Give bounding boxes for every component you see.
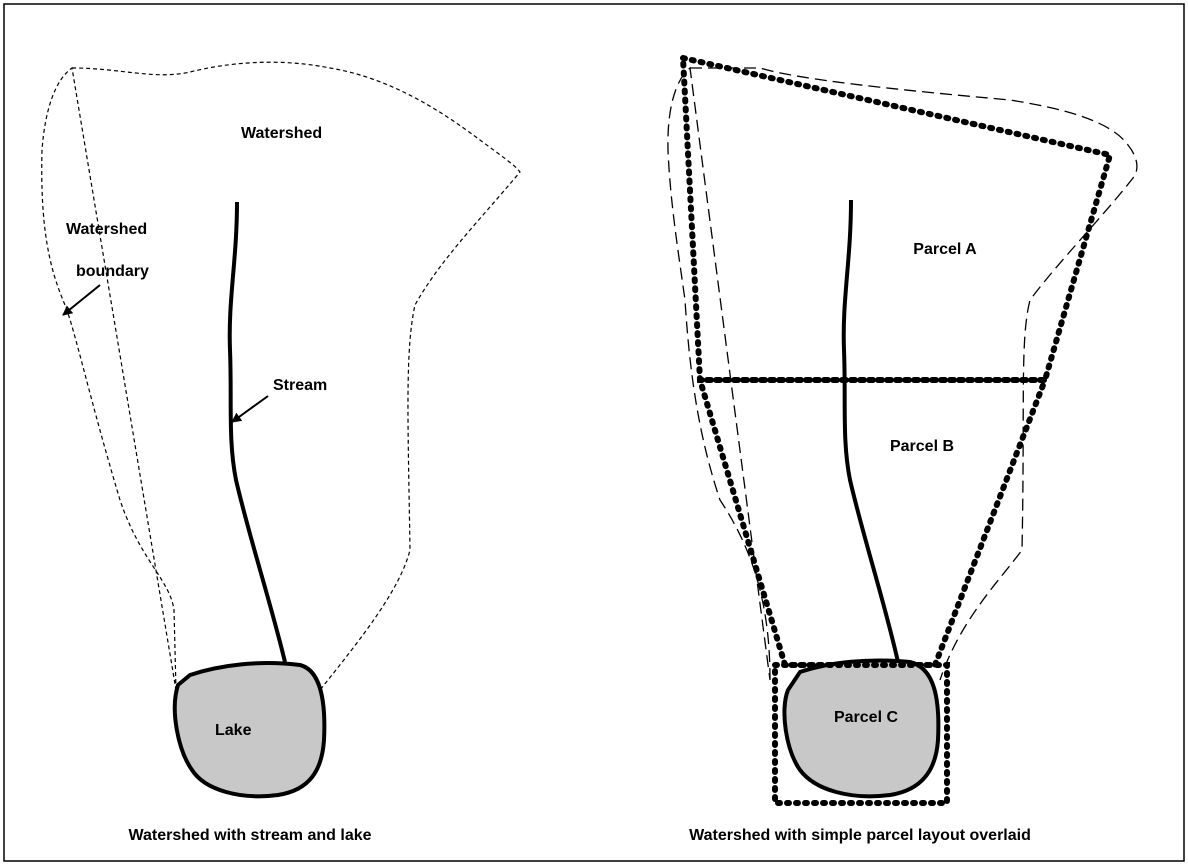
boundary-label-line1: Watershed [66, 221, 147, 238]
parcel-c-label: Parcel C [834, 709, 898, 726]
right-caption: Watershed with simple parcel layout over… [689, 827, 1031, 844]
stream-arrow [231, 395, 269, 423]
left-caption: Watershed with stream and lake [128, 827, 371, 844]
parcel-a-boundary [679, 54, 1114, 383]
figure-frame [3, 3, 1185, 862]
lake-shape [172, 661, 327, 799]
lake-label: Lake [215, 722, 252, 739]
boundary-arrow [62, 284, 101, 316]
parcel-b-label: Parcel B [890, 438, 954, 455]
right-panel: Parcel A Parcel B Parcel C Watershed wit… [667, 54, 1138, 844]
stream-line [227, 201, 287, 663]
stream-line-right [841, 199, 900, 663]
left-panel: Watershed Watershed boundary Stream Lake… [41, 61, 521, 844]
boundary-label-line2: boundary [76, 263, 149, 280]
watershed-label: Watershed [241, 125, 322, 142]
stream-label: Stream [273, 377, 327, 394]
parcel-a-label: Parcel A [913, 241, 977, 258]
watershed-boundary-dashed [667, 66, 1138, 681]
parcel-b-boundary [695, 377, 1050, 668]
lake-shape-right [782, 658, 941, 799]
parcel-c-boundary [772, 662, 950, 806]
